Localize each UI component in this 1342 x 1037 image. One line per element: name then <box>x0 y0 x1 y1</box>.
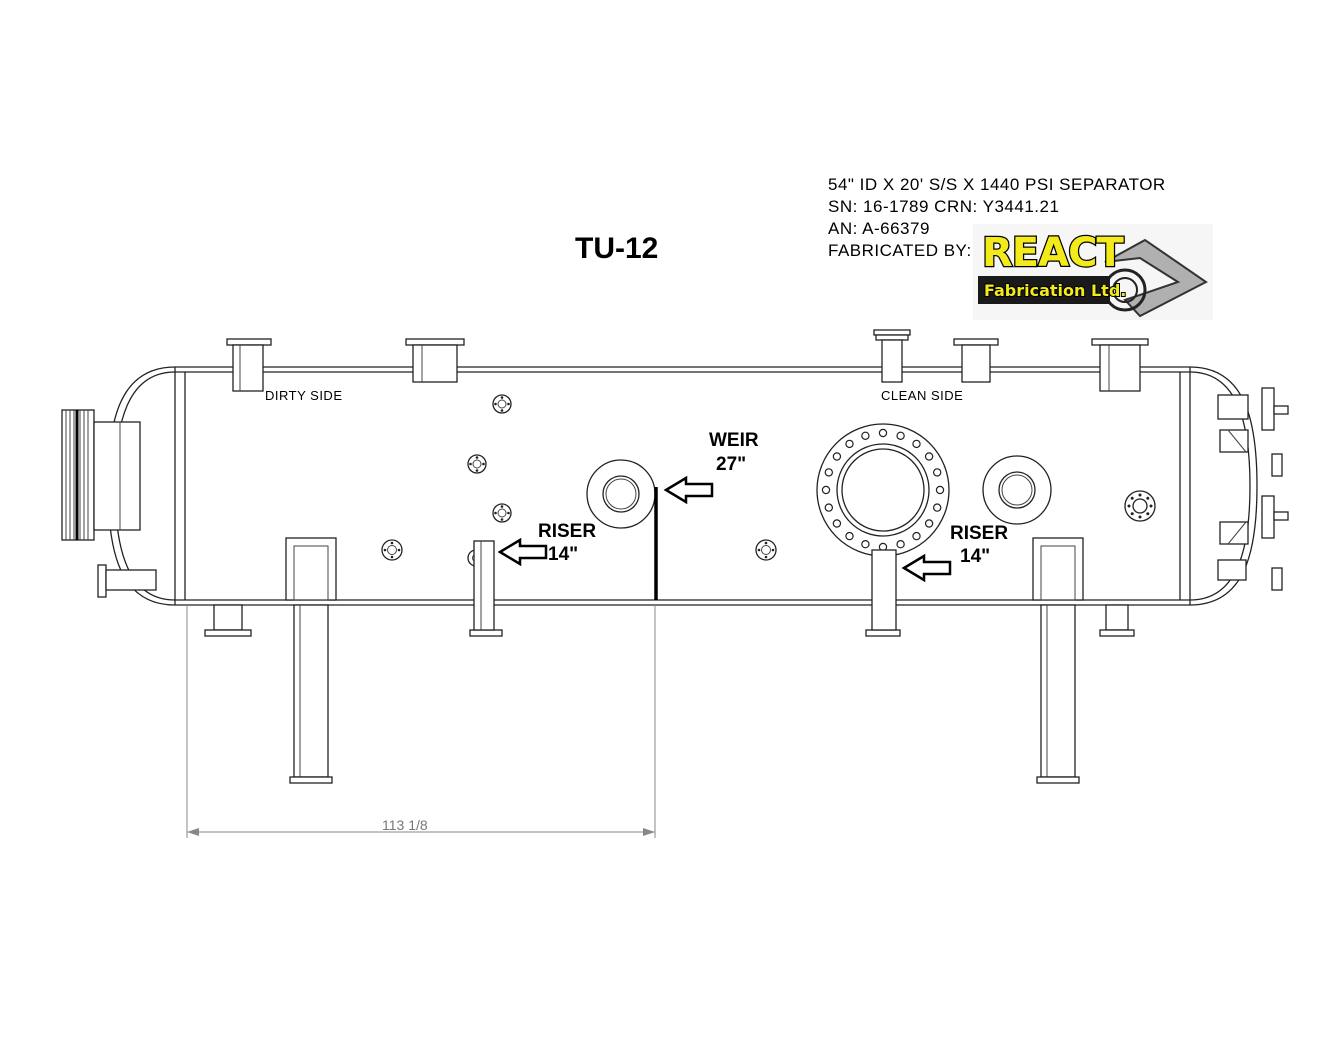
flange-bolt-hole <box>832 519 842 528</box>
drawing-title: TU-12 <box>575 232 658 265</box>
flange-bolt-hole <box>896 540 905 549</box>
flange-bolt-hole <box>824 468 834 477</box>
flange-bolt-hole <box>845 531 854 541</box>
flange-bolt-hole <box>912 531 921 541</box>
flange-bolt-hole <box>933 468 942 477</box>
left-end-manway <box>61 409 157 598</box>
left-riser <box>473 540 495 631</box>
logo-subtitle: Fabrication Ltd. <box>984 281 1126 300</box>
fabricated-by-label: FABRICATED BY: <box>828 241 972 260</box>
dirty-side-label: DIRTY SIDE <box>265 388 342 403</box>
clean-side-label: CLEAN SIDE <box>881 388 963 403</box>
flange-bolt-hole <box>935 485 945 495</box>
riser-right-label: RISER <box>950 523 1008 544</box>
flange-bolt-hole <box>933 503 942 512</box>
flange-bolt-hole <box>821 485 831 495</box>
weir-value: 27" <box>716 454 746 475</box>
logo-name: REACT <box>982 230 1124 276</box>
right-riser <box>871 549 897 631</box>
left-sight-ring <box>586 459 656 529</box>
right-riser-arrow <box>901 553 952 583</box>
dimension-line <box>186 605 656 838</box>
flange-bolt-hole <box>824 503 834 512</box>
flange-bolt-hole <box>832 452 842 461</box>
flange-bolt-hole <box>924 452 934 461</box>
an-line: AN: A-66379 <box>828 219 930 238</box>
riser-right-value: 14" <box>960 546 990 567</box>
flange-bolt-hole <box>845 439 854 449</box>
top-nozzles <box>226 329 1149 392</box>
vessel-shell <box>107 366 1258 606</box>
serial-line: SN: 16-1789 CRN: Y3441.21 <box>828 197 1059 216</box>
flange-bolt-hole <box>912 439 921 449</box>
bottom-nozzles <box>204 604 1135 637</box>
react-logo: REACT Fabrication Ltd. <box>973 224 1213 320</box>
right-end-nozzles <box>1217 387 1289 591</box>
spec-line: 54" ID X 20' S/S X 1440 PSI SEPARATOR <box>828 175 1166 194</box>
dimension-value: 113 1/8 <box>382 817 428 833</box>
flange-bolt-hole <box>861 540 870 549</box>
left-saddle <box>285 537 337 784</box>
weir-label: WEIR <box>709 430 759 451</box>
right-saddle <box>1032 537 1084 784</box>
riser-left-value: 14" <box>548 544 578 565</box>
weir-arrow <box>663 475 714 505</box>
flange-bolt-hole <box>924 519 934 528</box>
flange-bolt-hole <box>861 431 870 440</box>
left-riser-arrow <box>497 537 548 567</box>
manway-flange <box>816 423 950 557</box>
flange-bolt-hole <box>878 428 888 438</box>
right-sight-ring <box>982 455 1052 525</box>
riser-left-label: RISER <box>538 521 596 542</box>
flange-bolt-hole <box>896 431 905 440</box>
